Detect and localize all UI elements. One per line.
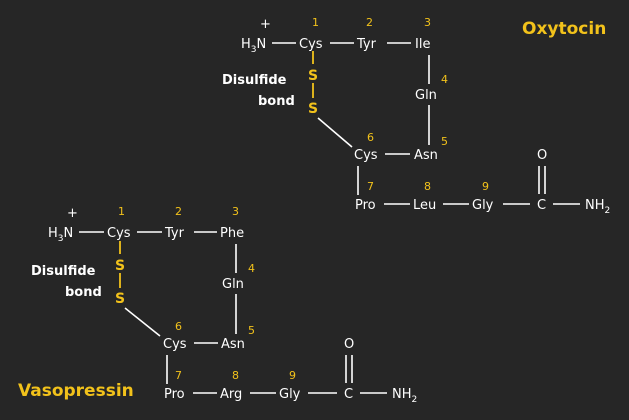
oxytocin-residue-3: Ile: [415, 37, 430, 52]
oxytocin-number-3: 3: [424, 16, 431, 29]
vasopressin-residue-7: Pro: [164, 387, 185, 402]
oxytocin-residue-9: Gly: [472, 198, 494, 213]
vasopressin-number-3: 3: [232, 205, 239, 218]
oxytocin-number-7: 7: [367, 180, 374, 193]
oxytocin-sulfur-2: S: [308, 101, 318, 117]
vasopressin-sulfur-2: S: [115, 291, 125, 307]
vasopressin-residue-4: Gln: [222, 277, 244, 292]
vasopressin-residue-8: Arg: [220, 387, 242, 402]
vasopressin-residue-1: Cys: [107, 226, 131, 241]
vasopressin-residue-3: Phe: [220, 226, 244, 241]
vasopressin-amide: NH2: [392, 387, 417, 405]
oxytocin-disulfide-label: Disulfide: [222, 73, 287, 88]
vasopressin-residue-9: Gly: [279, 387, 301, 402]
oxytocin-number-4: 4: [441, 73, 448, 86]
vasopressin-disulfide-label: Disulfide: [31, 264, 96, 279]
oxytocin-number-5: 5: [441, 135, 448, 148]
vasopressin-charge: +: [67, 206, 78, 221]
vasopressin-number-1: 1: [118, 205, 125, 218]
vasopressin-sulfur-1: S: [115, 258, 125, 274]
oxytocin-residue-7: Pro: [355, 198, 376, 213]
oxytocin-number-2: 2: [366, 16, 373, 29]
vasopressin-number-5: 5: [248, 324, 255, 337]
vasopressin-residue-6: Cys: [163, 337, 187, 352]
vasopressin-bond: [124, 307, 161, 337]
oxytocin-residue-2: Tyr: [356, 37, 377, 52]
vasopressin-title: Vasopressin: [18, 381, 134, 401]
oxytocin-number-6: 6: [367, 131, 374, 144]
oxytocin-residue-1: Cys: [299, 37, 323, 52]
vasopressin-number-2: 2: [175, 205, 182, 218]
oxytocin-carbonyl-carbon: C: [537, 198, 546, 213]
oxytocin-number-1: 1: [312, 16, 319, 29]
vasopressin-carbonyl-oxygen: O: [344, 337, 354, 352]
oxytocin-residue-6: Cys: [354, 148, 378, 163]
vasopressin-number-8: 8: [232, 369, 239, 382]
oxytocin-charge: +: [260, 17, 271, 32]
oxytocin-title: Oxytocin: [522, 19, 606, 39]
oxytocin-bond-label: bond: [258, 94, 295, 109]
vasopressin-number-9: 9: [289, 369, 296, 382]
oxytocin-sulfur-1: S: [308, 68, 318, 84]
oxytocin-structure: Oxytocin H3N + 1 2 3 4 5 6 7 8 9 Cys Tyr…: [222, 16, 610, 216]
oxytocin-amide: NH2: [585, 198, 610, 216]
oxytocin-residue-8: Leu: [413, 198, 436, 213]
oxytocin-number-9: 9: [482, 180, 489, 193]
vasopressin-carbonyl-carbon: C: [344, 387, 353, 402]
oxytocin-residue-4: Gln: [415, 88, 437, 103]
vasopressin-number-7: 7: [175, 369, 182, 382]
vasopressin-bond-label: bond: [65, 285, 102, 300]
oxytocin-n-terminus: H3N: [241, 37, 266, 55]
vasopressin-n-terminus: H3N: [48, 226, 73, 244]
oxytocin-bond: [317, 117, 353, 148]
oxytocin-residue-5: Asn: [414, 148, 438, 163]
vasopressin-structure: Vasopressin H3N + 1 2 3 4 5 6 7 8 9 Cys …: [18, 205, 417, 405]
vasopressin-residue-5: Asn: [221, 337, 245, 352]
vasopressin-residue-2: Tyr: [164, 226, 185, 241]
oxytocin-number-8: 8: [424, 180, 431, 193]
vasopressin-number-6: 6: [175, 320, 182, 333]
vasopressin-number-4: 4: [248, 262, 255, 275]
oxytocin-carbonyl-oxygen: O: [537, 148, 547, 163]
